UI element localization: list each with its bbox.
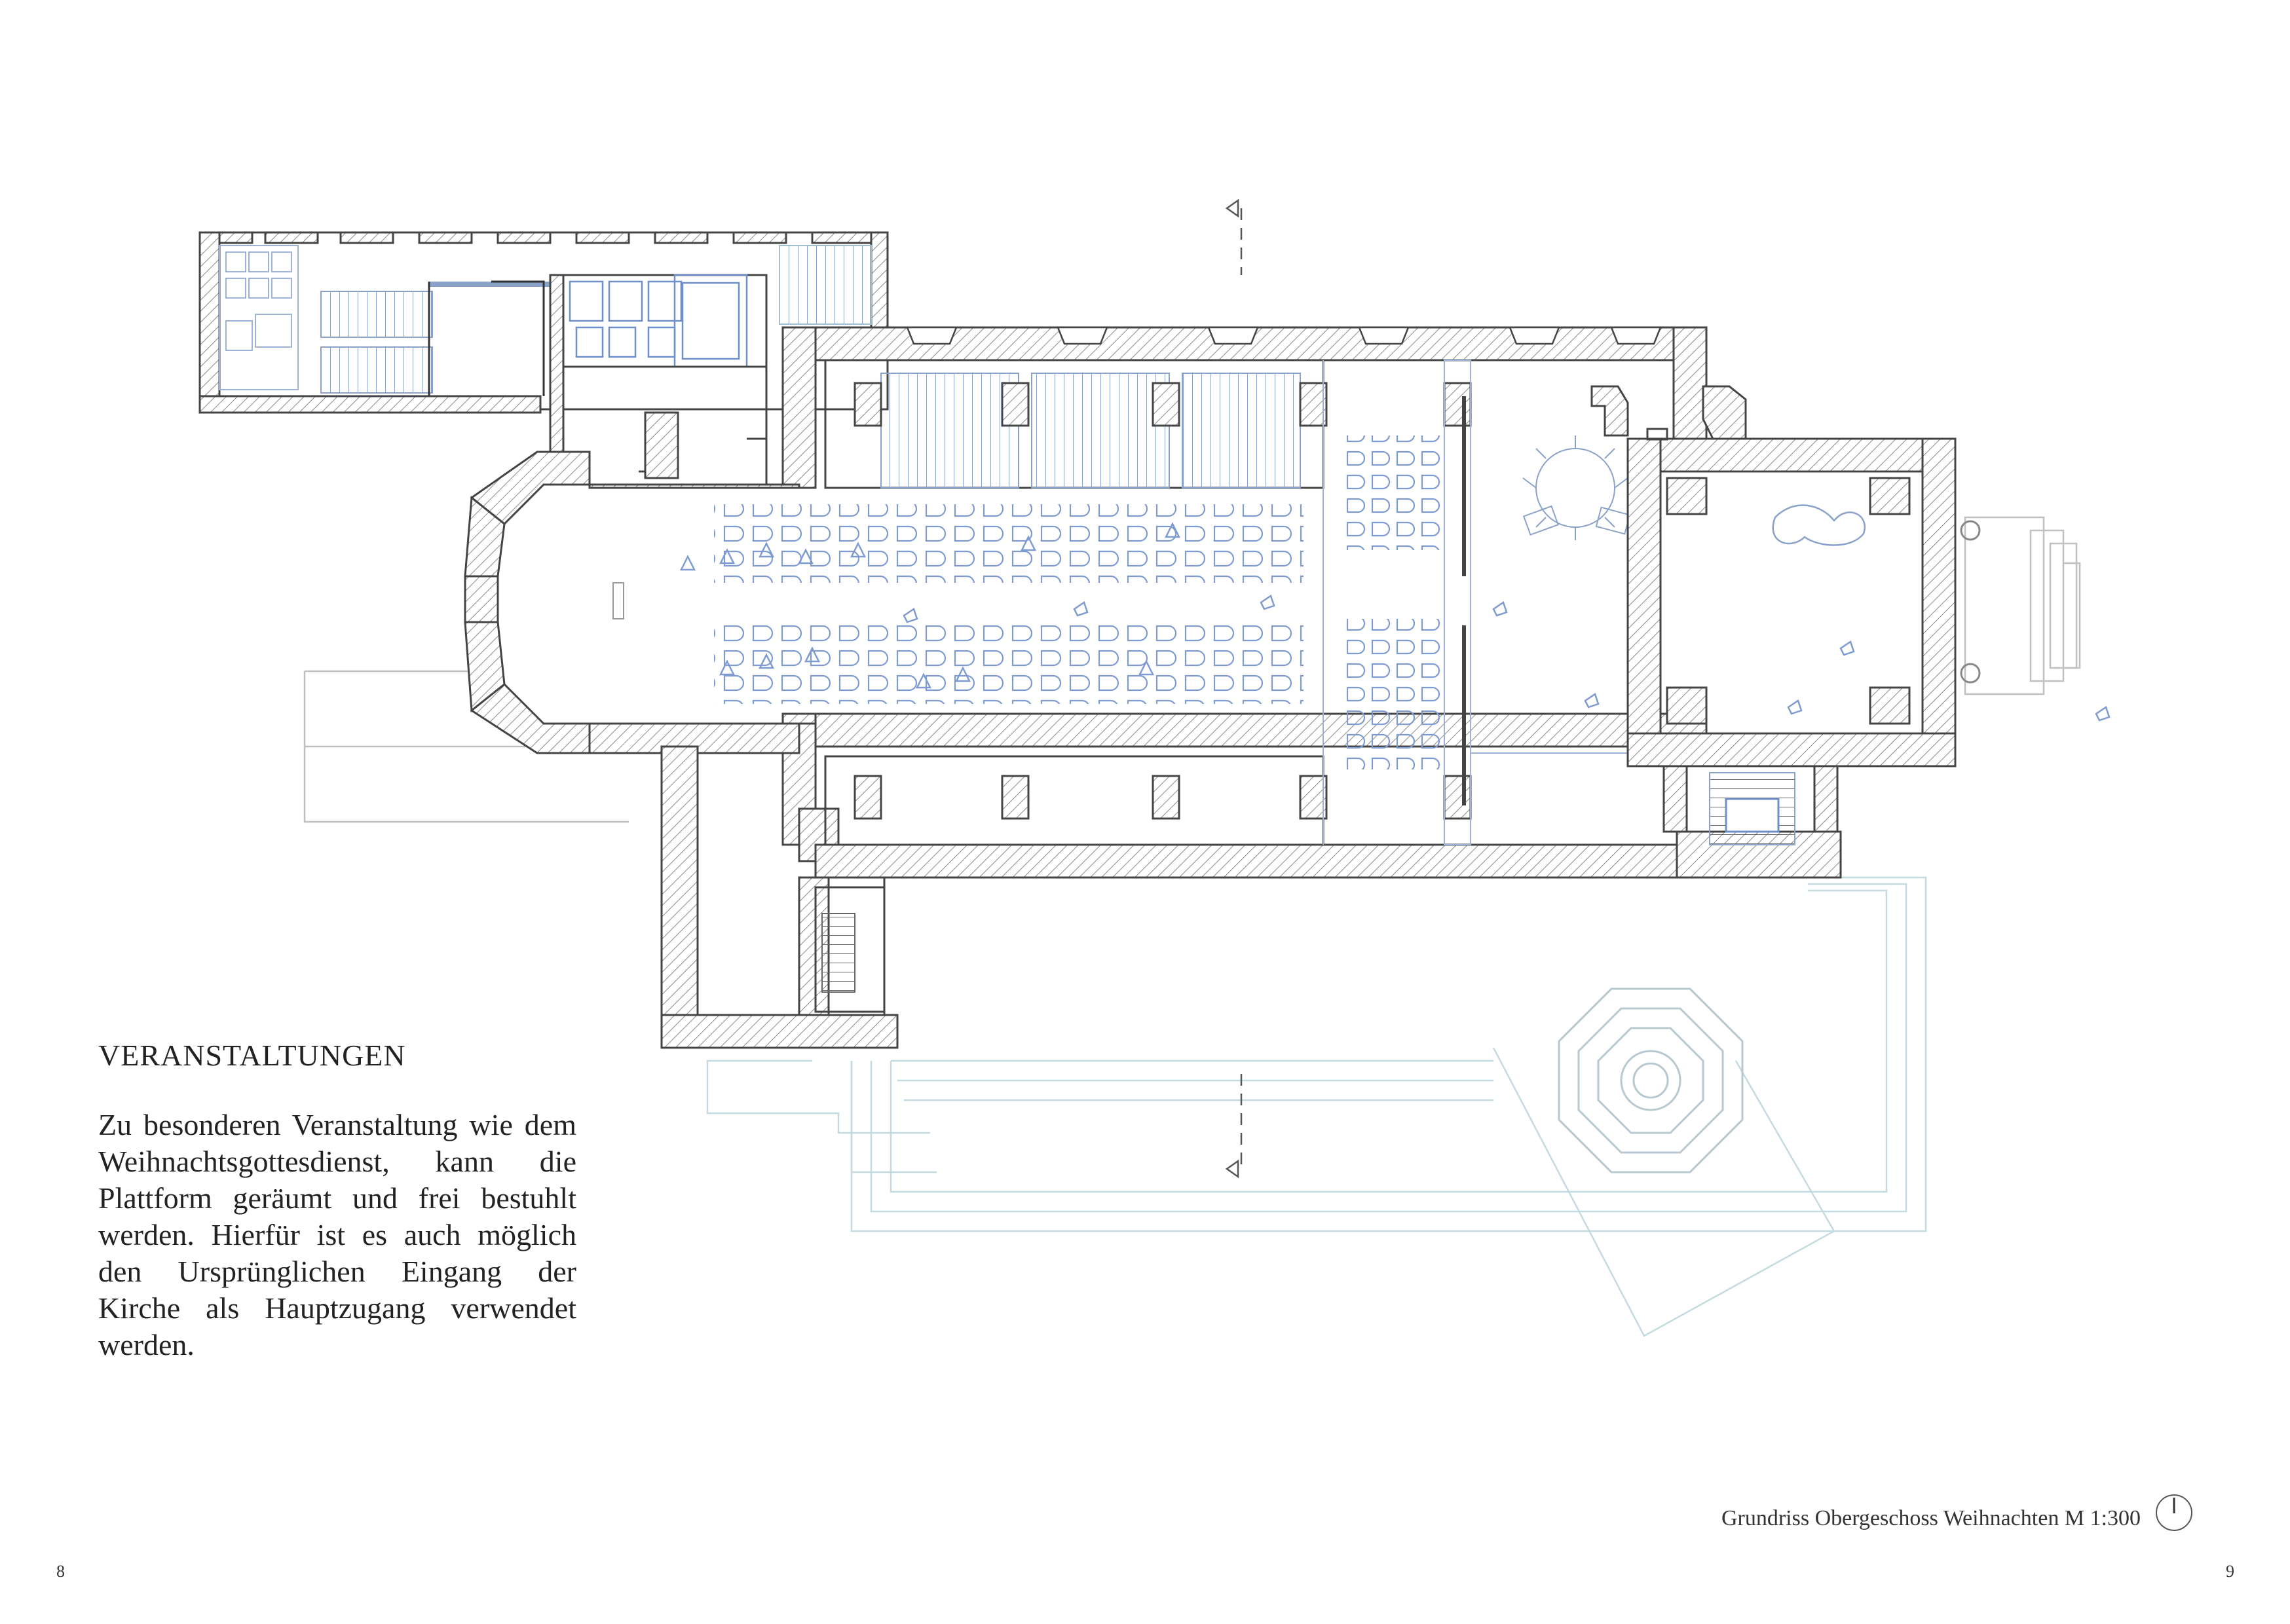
plan-caption: Grundriss Obergeschoss Weihnachten M 1:3… bbox=[1721, 1506, 2141, 1530]
figure-group bbox=[1772, 504, 1866, 546]
tree bbox=[1522, 435, 1631, 540]
page-number-left: 8 bbox=[56, 1562, 65, 1581]
chairs bbox=[714, 435, 1441, 769]
tower-stair bbox=[1709, 772, 1795, 845]
fountain bbox=[1558, 987, 1744, 1173]
wc-block bbox=[549, 274, 768, 486]
people-figures bbox=[679, 522, 2111, 722]
north-arrow-icon bbox=[2156, 1494, 2192, 1531]
section-heading: VERANSTALTUNGEN bbox=[98, 1039, 406, 1072]
bells bbox=[1960, 520, 1981, 684]
nw-annex bbox=[198, 231, 889, 414]
walkway bbox=[303, 670, 629, 823]
east-entrance bbox=[1964, 516, 2081, 695]
south-annex bbox=[660, 745, 899, 1049]
section-marker-icon bbox=[1225, 198, 1243, 1179]
description-paragraph: Zu besonderen Veranstaltung wie dem Weih… bbox=[98, 1108, 576, 1361]
apse bbox=[464, 451, 800, 754]
exterior-lines bbox=[706, 876, 1927, 1337]
stair-blocks bbox=[880, 373, 1301, 489]
pillars bbox=[854, 382, 1472, 820]
transverse-wall bbox=[1444, 360, 1654, 845]
page-number-right: 9 bbox=[2226, 1562, 2234, 1581]
tower bbox=[1590, 385, 1957, 833]
